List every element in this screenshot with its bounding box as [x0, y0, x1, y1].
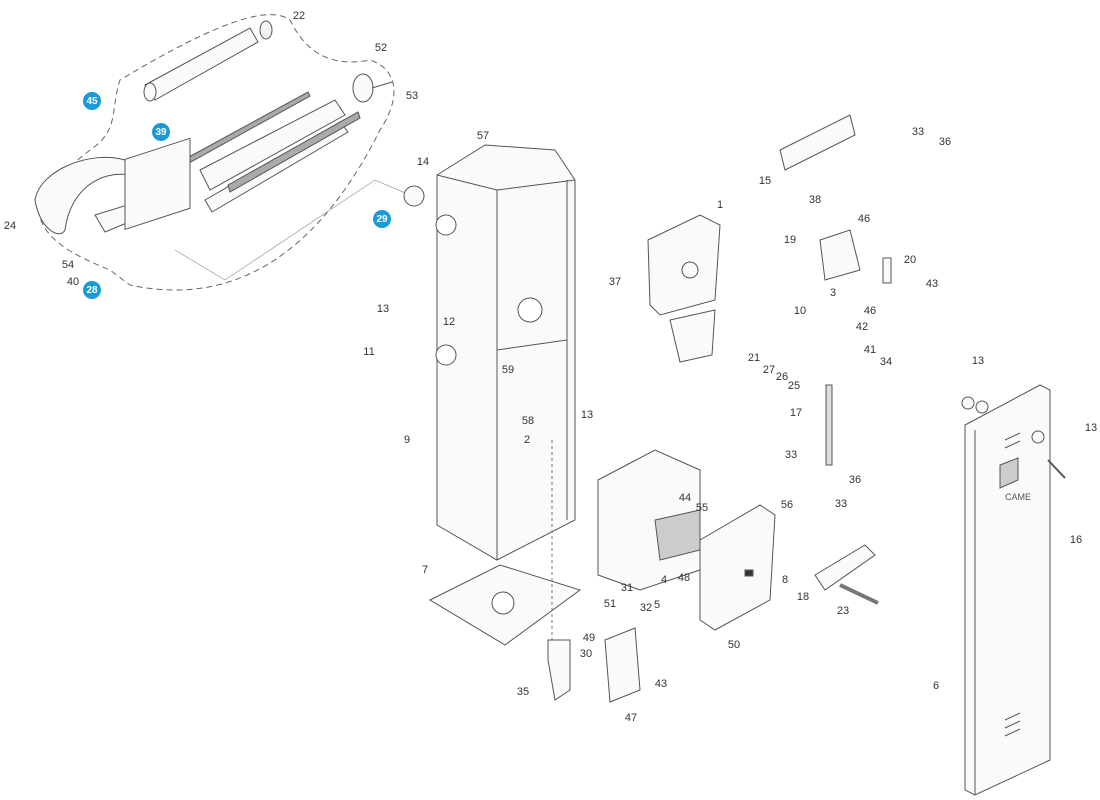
callout: 30 — [579, 648, 593, 660]
callout: 48 — [677, 572, 691, 584]
callout: 2 — [523, 434, 531, 446]
callout: 42 — [855, 321, 869, 333]
seal-13 — [961, 396, 989, 414]
callout: 50 — [727, 639, 741, 651]
plate-15 — [779, 114, 856, 171]
callout: 10 — [793, 305, 807, 317]
callout: 49 — [582, 632, 596, 644]
lever-18 — [814, 544, 876, 591]
callout: 36 — [938, 136, 952, 148]
callout: 5 — [653, 599, 661, 611]
callout: 55 — [695, 502, 709, 514]
bracket-30 — [547, 639, 571, 701]
callout: 57 — [476, 130, 490, 142]
callout: 53 — [405, 90, 419, 102]
callout: 34 — [879, 356, 893, 368]
pillar-9 — [435, 144, 576, 561]
callout-highlighted[interactable]: 45 — [83, 92, 101, 110]
boom-profile — [177, 91, 361, 213]
callout: 46 — [857, 213, 871, 225]
callout: 41 — [863, 344, 877, 356]
rod-17 — [825, 384, 833, 466]
cover-50 — [699, 504, 776, 631]
callout: 56 — [780, 499, 794, 511]
callout: 47 — [624, 712, 638, 724]
callout: 16 — [1069, 534, 1083, 546]
callout: 38 — [808, 194, 822, 206]
callout: 12 — [442, 316, 456, 328]
callout: 7 — [421, 564, 429, 576]
board-47 — [604, 627, 641, 703]
gearmotor-1 — [647, 214, 721, 363]
callout: 18 — [796, 591, 810, 603]
screw-23 — [839, 583, 879, 605]
end-cap-52 — [352, 73, 393, 103]
callout: 33 — [834, 498, 848, 510]
boom-holder-cover — [34, 156, 131, 235]
boom-tube — [143, 20, 273, 102]
callout: 1 — [716, 199, 724, 211]
callout: 31 — [620, 582, 634, 594]
callout: 25 — [787, 380, 801, 392]
plate-20 — [882, 257, 892, 284]
callout: 33 — [784, 449, 798, 461]
callout: 22 — [292, 10, 306, 22]
callout: 6 — [932, 680, 940, 692]
callout: 58 — [521, 415, 535, 427]
callout: 15 — [758, 175, 772, 187]
callout: 26 — [775, 371, 789, 383]
callout: 13 — [580, 409, 594, 421]
callout: 32 — [639, 602, 653, 614]
flange-29 — [403, 185, 425, 207]
callout: 13 — [1084, 422, 1098, 434]
callout-highlighted[interactable]: 29 — [373, 210, 391, 228]
callout: 33 — [911, 126, 925, 138]
callout: 59 — [501, 364, 515, 376]
callout: 40 — [66, 276, 80, 288]
callout: 3 — [829, 287, 837, 299]
callout: 24 — [3, 220, 17, 232]
callout: 17 — [789, 407, 803, 419]
callout: 43 — [925, 278, 939, 290]
callout: 37 — [608, 276, 622, 288]
callout-highlighted[interactable]: 28 — [83, 281, 101, 299]
callout: 21 — [747, 352, 761, 364]
callout: 9 — [403, 434, 411, 446]
callout: 13 — [971, 355, 985, 367]
callout: 54 — [61, 259, 75, 271]
callout: 13 — [376, 303, 390, 315]
control-box-51 — [597, 449, 701, 591]
callout: 52 — [374, 42, 388, 54]
callout: 51 — [603, 598, 617, 610]
came-logo: CAME — [1005, 492, 1031, 502]
bracket-19 — [819, 229, 861, 281]
callout: 14 — [416, 156, 430, 168]
callout: 4 — [660, 574, 668, 586]
callout: 8 — [781, 574, 789, 586]
callout: 44 — [678, 492, 692, 504]
callout: 20 — [903, 254, 917, 266]
boom-holder-bracket — [94, 137, 191, 233]
door-panel-16: CAME — [964, 384, 1051, 796]
callout-highlighted[interactable]: 39 — [152, 123, 170, 141]
callout: 46 — [863, 305, 877, 317]
callout: 27 — [762, 364, 776, 376]
callout: 43 — [654, 678, 668, 690]
callout: 23 — [836, 605, 850, 617]
callout: 36 — [848, 474, 862, 486]
boom-assembly-outline — [37, 14, 395, 291]
lock-13 — [1031, 430, 1066, 479]
callout: 19 — [783, 234, 797, 246]
callout: 35 — [516, 686, 530, 698]
callout: 11 — [363, 346, 375, 358]
